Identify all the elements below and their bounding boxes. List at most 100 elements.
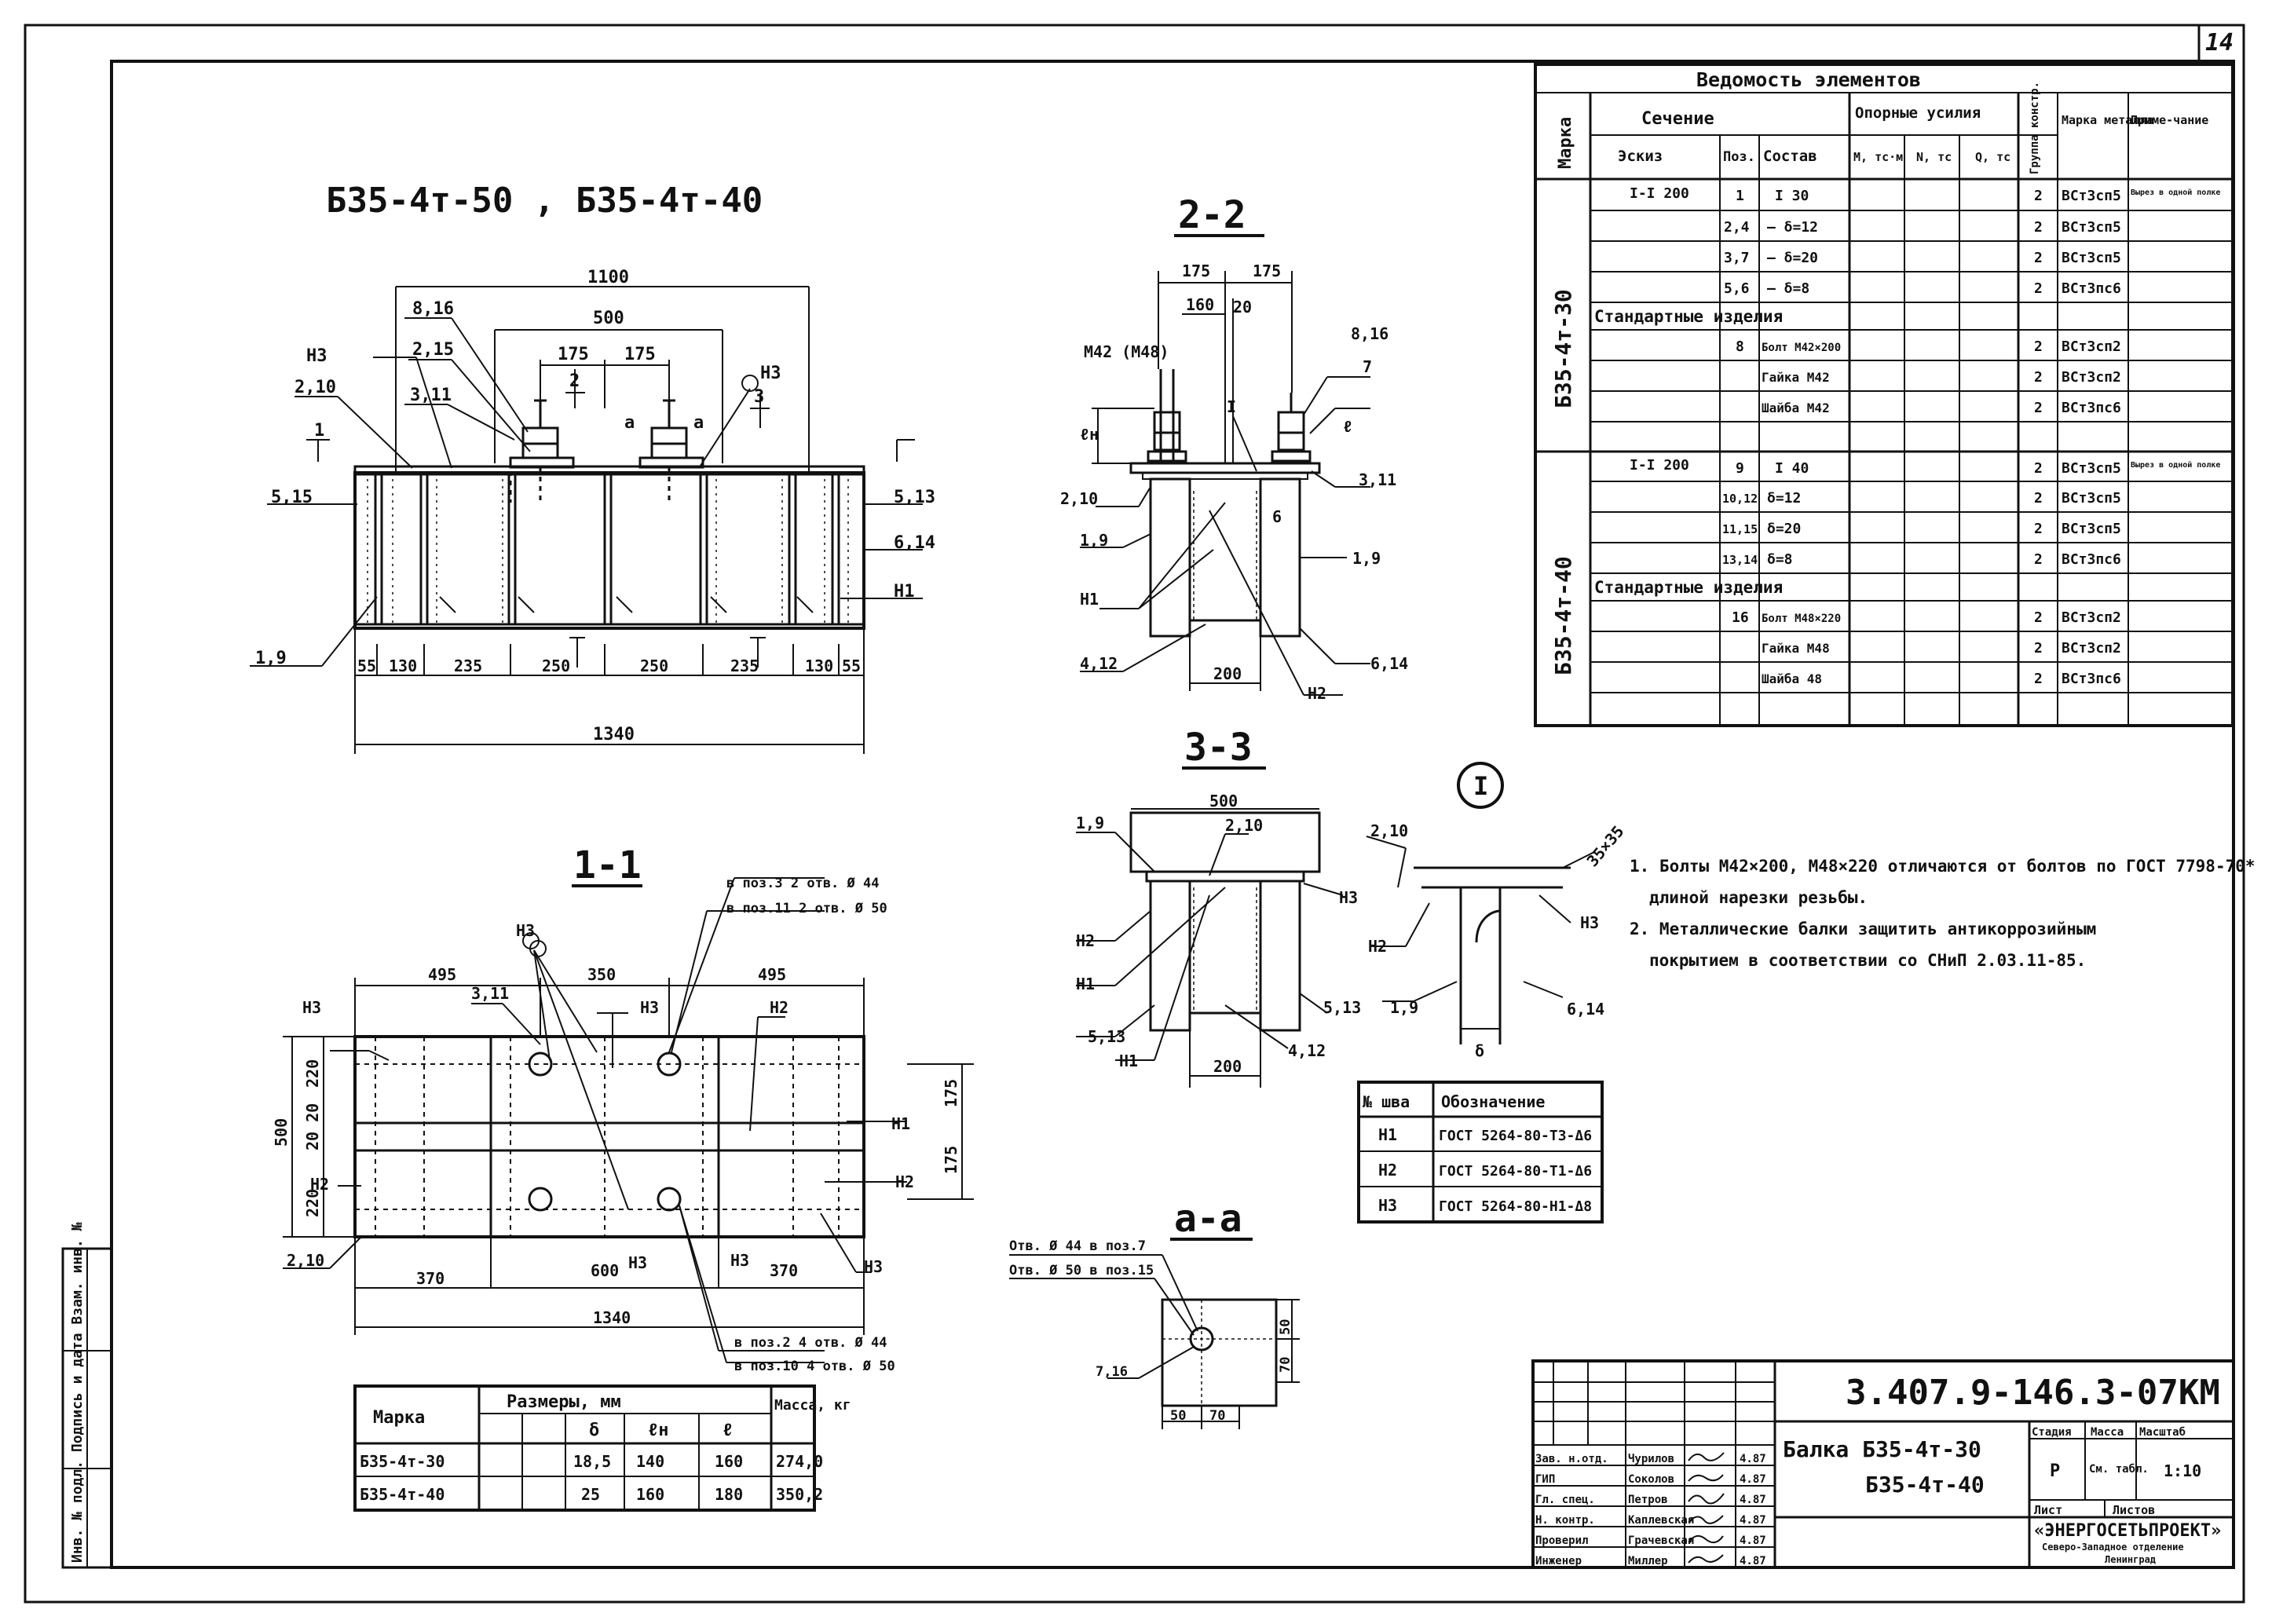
svg-text:2,10: 2,10 <box>1370 821 1408 840</box>
svg-text:ℓ: ℓ <box>1343 417 1352 436</box>
svg-text:Размеры, мм: Размеры, мм <box>507 1392 621 1412</box>
svg-text:Отв. Ø 50 в поз.15: Отв. Ø 50 в поз.15 <box>1009 1263 1154 1278</box>
svg-text:ВСт3сп2: ВСт3сп2 <box>2062 640 2121 657</box>
svg-text:3,11: 3,11 <box>471 984 509 1003</box>
svg-text:ℓн: ℓн <box>648 1421 668 1440</box>
svg-text:ВСт3пс6: ВСт3пс6 <box>2062 551 2121 568</box>
svg-text:Опорные усилия: Опорные усилия <box>1855 104 1981 122</box>
svg-text:ГОСТ 5264-80-Т1-Δ6: ГОСТ 5264-80-Т1-Δ6 <box>1439 1163 1592 1180</box>
svg-text:20 20: 20 20 <box>303 1103 322 1150</box>
section-2-2: 2-2 <box>1060 193 1408 703</box>
svg-text:3,11: 3,11 <box>1359 470 1396 489</box>
svg-text:250: 250 <box>542 657 570 675</box>
svg-text:Шайба М42: Шайба М42 <box>1762 401 1830 415</box>
svg-text:2: 2 <box>2034 521 2043 537</box>
svg-text:Масса, кг: Масса, кг <box>774 1397 851 1414</box>
svg-text:в поз.11 2 отв. Ø 50: в поз.11 2 отв. Ø 50 <box>726 901 887 916</box>
svg-text:495: 495 <box>428 965 456 984</box>
svg-text:ВСт3сп2: ВСт3сп2 <box>2062 609 2121 626</box>
svg-text:18,5: 18,5 <box>573 1452 611 1471</box>
svg-text:2,10: 2,10 <box>287 1251 324 1270</box>
svg-text:М42 (М48): М42 (М48) <box>1084 342 1169 361</box>
svg-text:— δ=8: — δ=8 <box>1767 280 1809 297</box>
section-a-a-title: а-а <box>1174 1197 1242 1241</box>
svg-text:274,0: 274,0 <box>776 1452 823 1471</box>
svg-text:Марка: Марка <box>373 1408 425 1428</box>
svg-text:Ленинград: Ленинград <box>2105 1554 2156 1565</box>
svg-text:55: 55 <box>842 657 861 675</box>
svg-text:ГОСТ 5264-80-Н1-Δ8: ГОСТ 5264-80-Н1-Δ8 <box>1439 1198 1592 1215</box>
svg-text:ГИП: ГИП <box>1535 1473 1555 1486</box>
svg-text:ВСт3сп2: ВСт3сп2 <box>2062 338 2121 355</box>
size-table: Марка Размеры, мм Масса, кг δ ℓн ℓ Б35-4… <box>353 1384 851 1512</box>
svg-text:— δ=20: — δ=20 <box>1767 250 1818 266</box>
svg-text:50: 50 <box>1170 1408 1186 1424</box>
svg-text:495: 495 <box>758 965 786 984</box>
svg-text:220: 220 <box>303 1189 322 1217</box>
svg-text:7,16: 7,16 <box>1096 1364 1128 1380</box>
title-block: 3.407.9-146.3-07КМ Балка Б35-4т-30 Б35-4… <box>1531 1359 2235 1569</box>
svg-text:2: 2 <box>2034 400 2043 416</box>
svg-text:3: 3 <box>754 387 764 407</box>
sheet-number: 14 <box>2205 29 2234 57</box>
svg-text:Q, тс: Q, тс <box>1975 150 2010 164</box>
svg-text:δ=8: δ=8 <box>1767 551 1793 568</box>
svg-text:Зав. н.отд.: Зав. н.отд. <box>1535 1453 1608 1465</box>
svg-text:3,11: 3,11 <box>410 386 452 405</box>
svg-text:4.87: 4.87 <box>1740 1514 1766 1527</box>
elements-table: Ведомость элементов Марка Сечение Опорны… <box>1534 63 2234 727</box>
svg-text:70: 70 <box>1209 1408 1225 1424</box>
svg-text:ГОСТ 5264-80-Т3-Δ6: ГОСТ 5264-80-Т3-Δ6 <box>1439 1128 1592 1144</box>
svg-text:Н3: Н3 <box>516 921 535 940</box>
svg-text:Грачевская: Грачевская <box>1628 1534 1694 1547</box>
svg-text:Шайба 48: Шайба 48 <box>1762 671 1822 686</box>
svg-text:Стандартные изделия: Стандартные изделия <box>1594 307 1783 326</box>
svg-text:Н3: Н3 <box>302 998 321 1017</box>
svg-text:235: 235 <box>454 657 482 675</box>
svg-text:500: 500 <box>593 309 624 328</box>
svg-text:Балка Б35-4т-30: Балка Б35-4т-30 <box>1783 1436 1981 1462</box>
side-stamp: Инв. № подл. Подпись и дата Взам. инв. № <box>61 1222 113 1569</box>
beam-elevation: 1100 500 175 175 1340 8,16 2,15 3,11 2,1… <box>250 268 935 754</box>
svg-text:2: 2 <box>2034 280 2043 297</box>
svg-text:Н3: Н3 <box>760 364 781 383</box>
svg-text:ВСт3сп5: ВСт3сп5 <box>2062 219 2121 236</box>
svg-text:Чурилов: Чурилов <box>1628 1453 1674 1465</box>
svg-text:9: 9 <box>1736 460 1744 477</box>
svg-text:2,10: 2,10 <box>1060 489 1098 508</box>
svg-text:Н3: Н3 <box>730 1251 749 1270</box>
svg-text:600: 600 <box>591 1261 619 1280</box>
svg-text:Болт М42×200: Болт М42×200 <box>1762 342 1841 354</box>
svg-text:35×35: 35×35 <box>1582 822 1627 871</box>
svg-text:2: 2 <box>2034 551 2043 568</box>
node-detail-I: I 2,10 Н2 Н3 1,9 6,14 δ 35×35 <box>1366 762 1628 1060</box>
section-3-3-title: 3-3 <box>1184 726 1253 770</box>
svg-text:10,12: 10,12 <box>1722 492 1758 506</box>
svg-text:50: 50 <box>1278 1319 1293 1335</box>
section-a-a: а-а Отв. Ø 44 в поз.7 Отв. Ø 50 в поз.15… <box>1009 1197 1300 1429</box>
svg-text:6,14: 6,14 <box>1567 1000 1604 1019</box>
svg-text:130: 130 <box>389 657 417 675</box>
svg-text:Н2: Н2 <box>1378 1161 1397 1180</box>
svg-text:6,14: 6,14 <box>894 533 935 553</box>
svg-text:235: 235 <box>730 657 759 675</box>
svg-text:I: I <box>1473 771 1488 801</box>
svg-text:М, тс·м: М, тс·м <box>1853 150 1903 164</box>
svg-text:370: 370 <box>416 1269 445 1288</box>
svg-text:200: 200 <box>1213 664 1242 683</box>
svg-text:2: 2 <box>2034 369 2043 386</box>
svg-text:4.87: 4.87 <box>1740 1494 1766 1506</box>
svg-text:1: 1 <box>1736 188 1744 204</box>
svg-text:Эскиз: Эскиз <box>1618 148 1663 165</box>
svg-text:Инженер: Инженер <box>1535 1555 1582 1567</box>
svg-text:ВСт3сп5: ВСт3сп5 <box>2062 188 2121 204</box>
svg-text:160: 160 <box>636 1485 664 1504</box>
svg-text:1: 1 <box>314 421 324 441</box>
svg-text:Н. контр.: Н. контр. <box>1535 1514 1595 1527</box>
svg-text:Масса: Масса <box>2091 1426 2124 1439</box>
svg-text:Стандартные изделия: Стандартные изделия <box>1594 578 1783 597</box>
svg-text:Н3: Н3 <box>864 1257 883 1276</box>
svg-text:25: 25 <box>581 1485 600 1504</box>
svg-text:2,10: 2,10 <box>1225 816 1263 835</box>
svg-text:1100: 1100 <box>587 268 629 287</box>
